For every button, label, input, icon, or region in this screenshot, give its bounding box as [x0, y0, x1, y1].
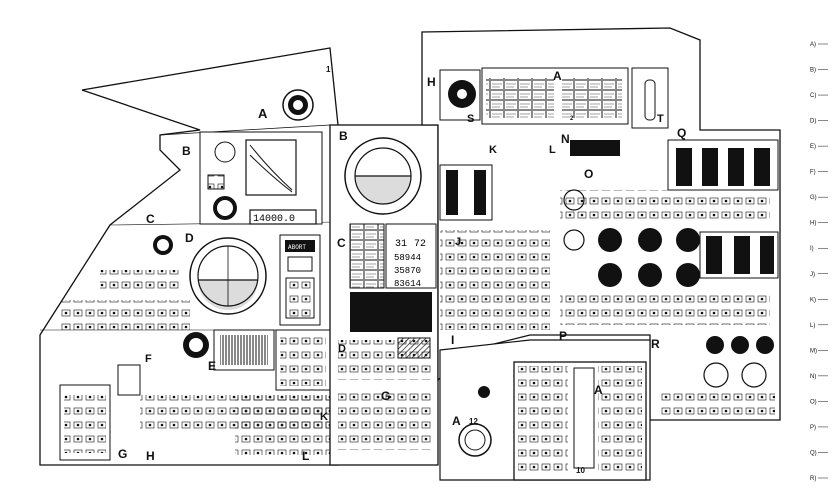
grid-row-label: K) [810, 297, 816, 303]
upper-right-console [421, 27, 781, 421]
label-p: P [559, 329, 567, 343]
dsky-r4: 83614 [394, 279, 421, 289]
grid-reference-column: A) B) C) D) E) F) G) H) I) J) K) L) M) N) O) P) Q) R) [810, 42, 828, 482]
panel-e [183, 329, 331, 391]
label-n: N [561, 132, 570, 146]
grid-row-label: G) [810, 195, 817, 201]
dsky-r2: 58944 [394, 253, 421, 263]
grid-row-label: I) [810, 246, 814, 252]
grid-row-label: F) [810, 170, 816, 176]
label-a-bottom-right: A [594, 383, 603, 397]
label-r: R [651, 337, 660, 351]
panel-d-attitude-ball [153, 235, 267, 315]
grid-row-label: C) [810, 93, 816, 99]
abort-label: ABORT [288, 244, 306, 251]
dsky-r3: 35870 [394, 266, 421, 276]
center-console [329, 124, 439, 466]
label-c-left: C [146, 212, 155, 226]
grid-row-label: E) [810, 144, 816, 150]
label-k-bottom: K [320, 411, 328, 423]
center-pedestal [439, 339, 651, 481]
label-h-bottom: H [146, 449, 155, 463]
dsky-r1-b: 72 [414, 239, 426, 250]
grid-row-label: A) [810, 42, 816, 48]
grid-row-label: B) [810, 68, 816, 74]
grid-row-label: P) [810, 425, 816, 431]
label-a-top: A [553, 69, 562, 83]
label-g-center: G [381, 389, 390, 403]
grid-row-label: N) [810, 374, 816, 380]
grid-row-label: J) [810, 272, 815, 278]
label-b-center: B [339, 129, 348, 143]
grid-row-label: M) [810, 348, 817, 354]
panel-number-12: 12 [469, 417, 478, 426]
label-d-left: D [185, 231, 194, 245]
digit-2: 2 [570, 116, 574, 122]
label-a-bottom-left: A [452, 414, 461, 428]
label-c-center: C [337, 236, 346, 250]
panel-b-gauge [199, 131, 323, 225]
panel-a-clock-dial [282, 89, 314, 121]
grid-row-label: Q) [810, 450, 817, 456]
label-k-top: K [489, 144, 497, 156]
label-e: E [208, 359, 216, 373]
lower-left-switches [59, 270, 335, 461]
altitude-counter: 14000.0 [253, 214, 295, 225]
label-t: T [657, 113, 664, 125]
panel-number-10: 10 [576, 466, 585, 475]
abort-panel [279, 234, 321, 326]
label-q: Q [677, 126, 686, 140]
label-l-top: L [549, 144, 556, 156]
label-l-bottom: L [302, 449, 309, 463]
label-i: I [451, 333, 454, 347]
dsky-r1-a: 31 [395, 239, 407, 250]
label-b-left: B [182, 144, 191, 158]
label-o: O [584, 167, 593, 181]
grid-row-label: D) [810, 119, 816, 125]
grid-row-label: L) [810, 323, 815, 329]
label-g-left: G [118, 447, 127, 461]
label-s: S [467, 113, 474, 125]
label-j: J [455, 236, 461, 248]
grid-row-label: O) [810, 399, 817, 405]
label-f: F [145, 353, 152, 365]
label-d-center: D [338, 343, 346, 355]
label-one: 1 [326, 65, 331, 74]
grid-row-label: R) [810, 476, 816, 482]
label-h-top: H [427, 75, 436, 89]
grid-row-label: H) [810, 221, 816, 227]
label-a-upper-left: A [258, 106, 268, 121]
